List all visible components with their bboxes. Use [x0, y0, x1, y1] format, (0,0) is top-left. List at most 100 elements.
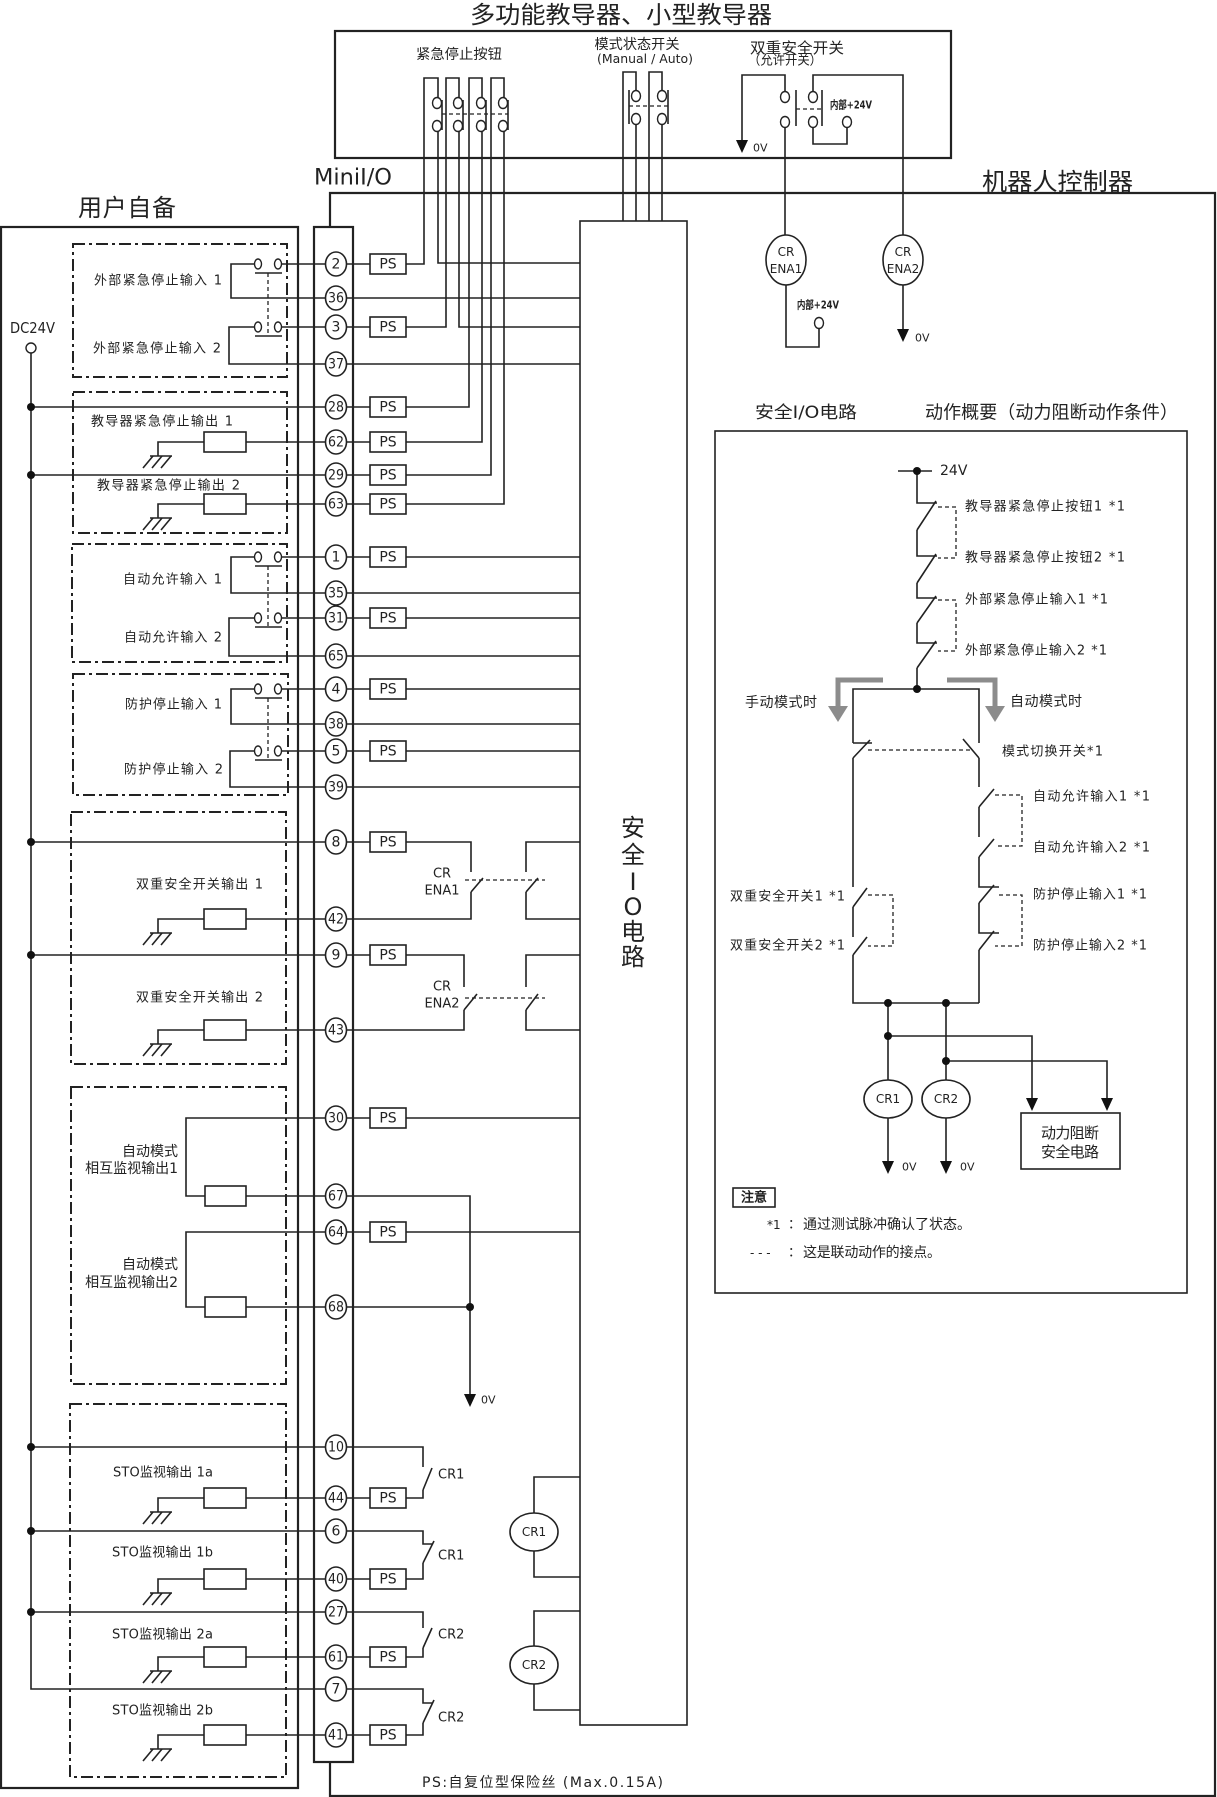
- teach-pendant-box: [333, 29, 953, 160]
- terminal-number: 38: [328, 717, 344, 733]
- group-box-protective-stop: [72, 673, 289, 796]
- safety-io-box-label-char: 全: [621, 841, 645, 869]
- safety-io-box-label-char: O: [624, 893, 643, 921]
- arrow-0v-icon: [897, 329, 909, 342]
- bus-junction-dot: [27, 1608, 35, 1616]
- auto-mode-2-label: 自动模式: [122, 1257, 178, 1273]
- components: PSPSPSPSPSPSPSPSPSPSPSPSPSPSPSPSPSPS2363…: [25, 89, 1113, 1762]
- coil-wire: [533, 1476, 580, 1513]
- arrow-0v-icon: [940, 1161, 952, 1174]
- dc24v-terminal: [25, 342, 37, 354]
- mechanical-link: [938, 506, 957, 559]
- ps-fuse-box: [369, 607, 407, 629]
- terminal: 4: [324, 676, 348, 702]
- ps-fuse-label: PS: [379, 1225, 396, 1241]
- terminal-number: 27: [328, 1605, 344, 1621]
- user-contact-point: [273, 321, 283, 333]
- coil-wire: [533, 1610, 580, 1646]
- terminal-circle: [324, 1518, 348, 1544]
- ground-icon: [142, 517, 172, 531]
- relay-cr-label: CR: [433, 980, 451, 995]
- terminal-number: 61: [328, 1650, 344, 1666]
- relay-coil-cr1: [509, 1512, 559, 1552]
- manual-mode-label: 手动模式时: [745, 695, 817, 711]
- ground-icon: [142, 1511, 172, 1525]
- relay-coil-cr2: [921, 1079, 971, 1119]
- estop-contact-point: [431, 96, 443, 110]
- titles: 多功能教导器、小型教导器 MiniI/O 机器人控制器 用户自备: [78, 1, 1133, 222]
- terminal-number: 64: [328, 1225, 344, 1241]
- load-resistor: [203, 908, 247, 930]
- controller-title: 机器人控制器: [982, 168, 1133, 196]
- coil-cr-label: CR: [895, 245, 912, 259]
- note-1-separator: ：: [788, 1218, 801, 1233]
- tp-estop-out-2-label: 教导器紧急停止输出 2: [97, 478, 240, 494]
- terminal-number: 67: [328, 1189, 344, 1205]
- ps-fuse-label: PS: [379, 1111, 396, 1127]
- mini-io-title: MiniI/O: [314, 166, 392, 191]
- note-1-symbol: *1: [767, 1218, 781, 1232]
- ground-hatch: [142, 1043, 154, 1057]
- series-wire: [916, 623, 937, 644]
- ground-hatch: [151, 455, 163, 469]
- dc24v-label: DC24V: [10, 319, 56, 337]
- ps-fuse-box: [369, 1221, 407, 1243]
- user-contact-point: [253, 683, 263, 695]
- estop-contact-point: [475, 96, 487, 110]
- user-contact-point: [253, 321, 263, 333]
- estop-wire: [406, 77, 439, 265]
- mode-switch-label: 模式状态开关: [595, 37, 680, 53]
- coil-cr2-label: CR2: [934, 1092, 958, 1106]
- ext-estop-in-2-label: 外部紧急停止输入 2: [93, 341, 221, 357]
- coil-cr1-label: CR1: [876, 1092, 900, 1106]
- monitor-loop-wire: [185, 1231, 326, 1308]
- mutual-monitor-out-2-label: 相互监视输出2: [85, 1275, 178, 1291]
- ground-hatch: [142, 517, 154, 531]
- sto-monitor-out-2a-label: STO监视输出 2a: [112, 1627, 213, 1643]
- contact-blade: [978, 838, 995, 858]
- safety-io-box-label-char: I: [629, 868, 636, 896]
- terminal: 29: [324, 462, 348, 488]
- terminal-number: 2: [332, 257, 341, 273]
- bus-junction-dot: [27, 838, 35, 846]
- ps-fuse: PS: [369, 316, 407, 338]
- arrow-0v-icon: [464, 1394, 476, 1407]
- relay-coil-ena1: [765, 234, 807, 286]
- estop-contact-point: [431, 119, 443, 133]
- relay-coil-ena2: [882, 234, 924, 286]
- contact-point: [779, 90, 791, 104]
- contact-point: [630, 89, 642, 103]
- relay-coil-cr2: [509, 1645, 559, 1685]
- terminal-number: 29: [328, 468, 344, 484]
- contact-point: [630, 112, 642, 126]
- internal-24v-terminal: [813, 316, 825, 330]
- ps-fuse: PS: [369, 464, 407, 486]
- monitor-loop-wire: [185, 1117, 326, 1197]
- estop-contact-point: [497, 96, 509, 110]
- terminal-circle: [324, 429, 348, 455]
- ps-fuse-label: PS: [379, 682, 396, 698]
- ena-contact-wire: [525, 892, 580, 920]
- user-contact-point: [273, 745, 283, 757]
- terminal-number: 10: [328, 1440, 344, 1456]
- note-title: 注意: [741, 1190, 767, 1206]
- operation-overview-title: 动作概要（动力阻断动作条件）: [925, 403, 1178, 424]
- dc24v-bus: [30, 353, 326, 1690]
- contact-point: [779, 115, 791, 129]
- contact-blade: [978, 884, 995, 904]
- terminal-circle: [324, 1644, 348, 1670]
- ground-hatch: [160, 1748, 172, 1762]
- ground-hatch: [142, 1592, 154, 1606]
- terminal-circle: [324, 1485, 348, 1511]
- internal-24v-wire: [812, 127, 848, 145]
- ps-fuse: PS: [369, 493, 407, 515]
- ps-fuse: PS: [369, 431, 407, 453]
- ps-fuse: PS: [369, 1568, 407, 1590]
- ps-fuse-box: [369, 944, 407, 966]
- contact-return-wire: [230, 556, 326, 594]
- ground-wire: [157, 1656, 204, 1671]
- ground-hatch: [151, 1592, 163, 1606]
- terminal-circle: [324, 1676, 348, 1702]
- ps-fuse-label: PS: [379, 611, 396, 627]
- series-wire: [916, 583, 937, 599]
